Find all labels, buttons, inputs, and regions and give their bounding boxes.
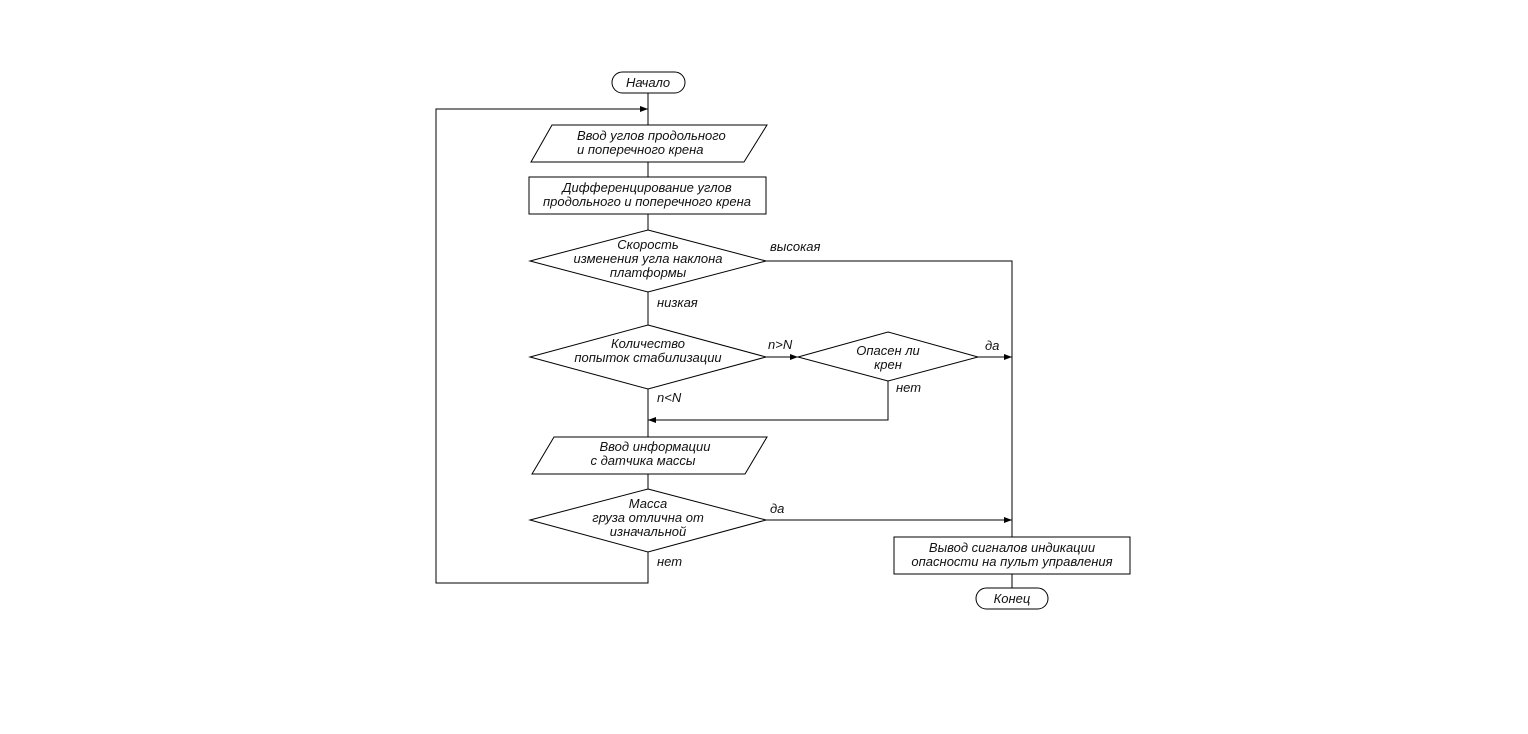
end-label: Конец	[994, 591, 1031, 606]
line-mass-no-loop	[435, 108, 649, 584]
edge-label-mass-no: нет	[657, 554, 682, 569]
output-line-2: опасности на пульт управления	[911, 554, 1112, 569]
connectors	[435, 93, 1013, 588]
edge-label-low: низкая	[657, 295, 698, 310]
rate-decision-line-2: изменения угла наклона	[574, 251, 723, 266]
output-process	[893, 536, 1131, 575]
arrowheads	[640, 106, 1012, 523]
start-terminator	[611, 71, 686, 94]
start-label: Начало	[626, 75, 670, 90]
rate-decision-diamond	[528, 229, 768, 293]
attempts-decision-line-2: попыток стабилизации	[574, 350, 721, 365]
danger-decision-line-2: крен	[874, 357, 902, 372]
input-mass-line-1: Ввод информации	[600, 439, 711, 454]
edge-label-n-greater: n>N	[768, 337, 793, 352]
rate-decision-line-3: платформы	[610, 265, 687, 280]
danger-decision-diamond	[796, 331, 980, 382]
arrowhead-danger-no	[648, 417, 656, 423]
mass-decision-line-3: изначальной	[610, 524, 686, 539]
arrowhead-n-greater	[790, 354, 798, 360]
danger-decision-line-1: Опасен ли	[856, 343, 920, 358]
edge-label-mass-yes: да	[770, 501, 784, 516]
arrowhead-danger-yes	[1004, 354, 1012, 360]
input-mass-line-2: с датчика массы	[590, 453, 695, 468]
attempts-decision-diamond	[528, 324, 768, 390]
mass-decision-line-2: груза отлична от	[592, 510, 704, 525]
edge-label-danger-no: нет	[896, 380, 921, 395]
line-danger-no	[648, 381, 889, 421]
input-angles-line-2: и поперечного крена	[577, 142, 704, 157]
differentiation-process	[528, 176, 767, 215]
end-terminator	[975, 587, 1049, 610]
input-angles-line-1: Ввод углов продольного	[577, 128, 726, 143]
attempts-decision-line-1: Количество	[611, 336, 685, 351]
output-line-1: Вывод сигналов индикации	[929, 540, 1095, 555]
rate-decision-line-1: Скорость	[617, 237, 679, 252]
edge-label-n-less: n<N	[657, 390, 682, 405]
mass-decision-diamond	[528, 488, 768, 553]
differentiation-line-2: продольного и поперечного крена	[543, 194, 751, 209]
input-mass-parallelogram	[531, 436, 768, 475]
edge-label-high: высокая	[770, 239, 820, 254]
arrowhead-mass-yes	[1004, 517, 1012, 523]
line-rate-high-to-output	[766, 260, 1013, 537]
edge-label-danger-yes: да	[985, 338, 999, 353]
differentiation-line-1: Дифференцирование углов	[560, 180, 732, 195]
input-angles-parallelogram	[530, 124, 768, 163]
arrowhead-loop	[640, 106, 648, 112]
mass-decision-line-1: Масса	[629, 496, 667, 511]
